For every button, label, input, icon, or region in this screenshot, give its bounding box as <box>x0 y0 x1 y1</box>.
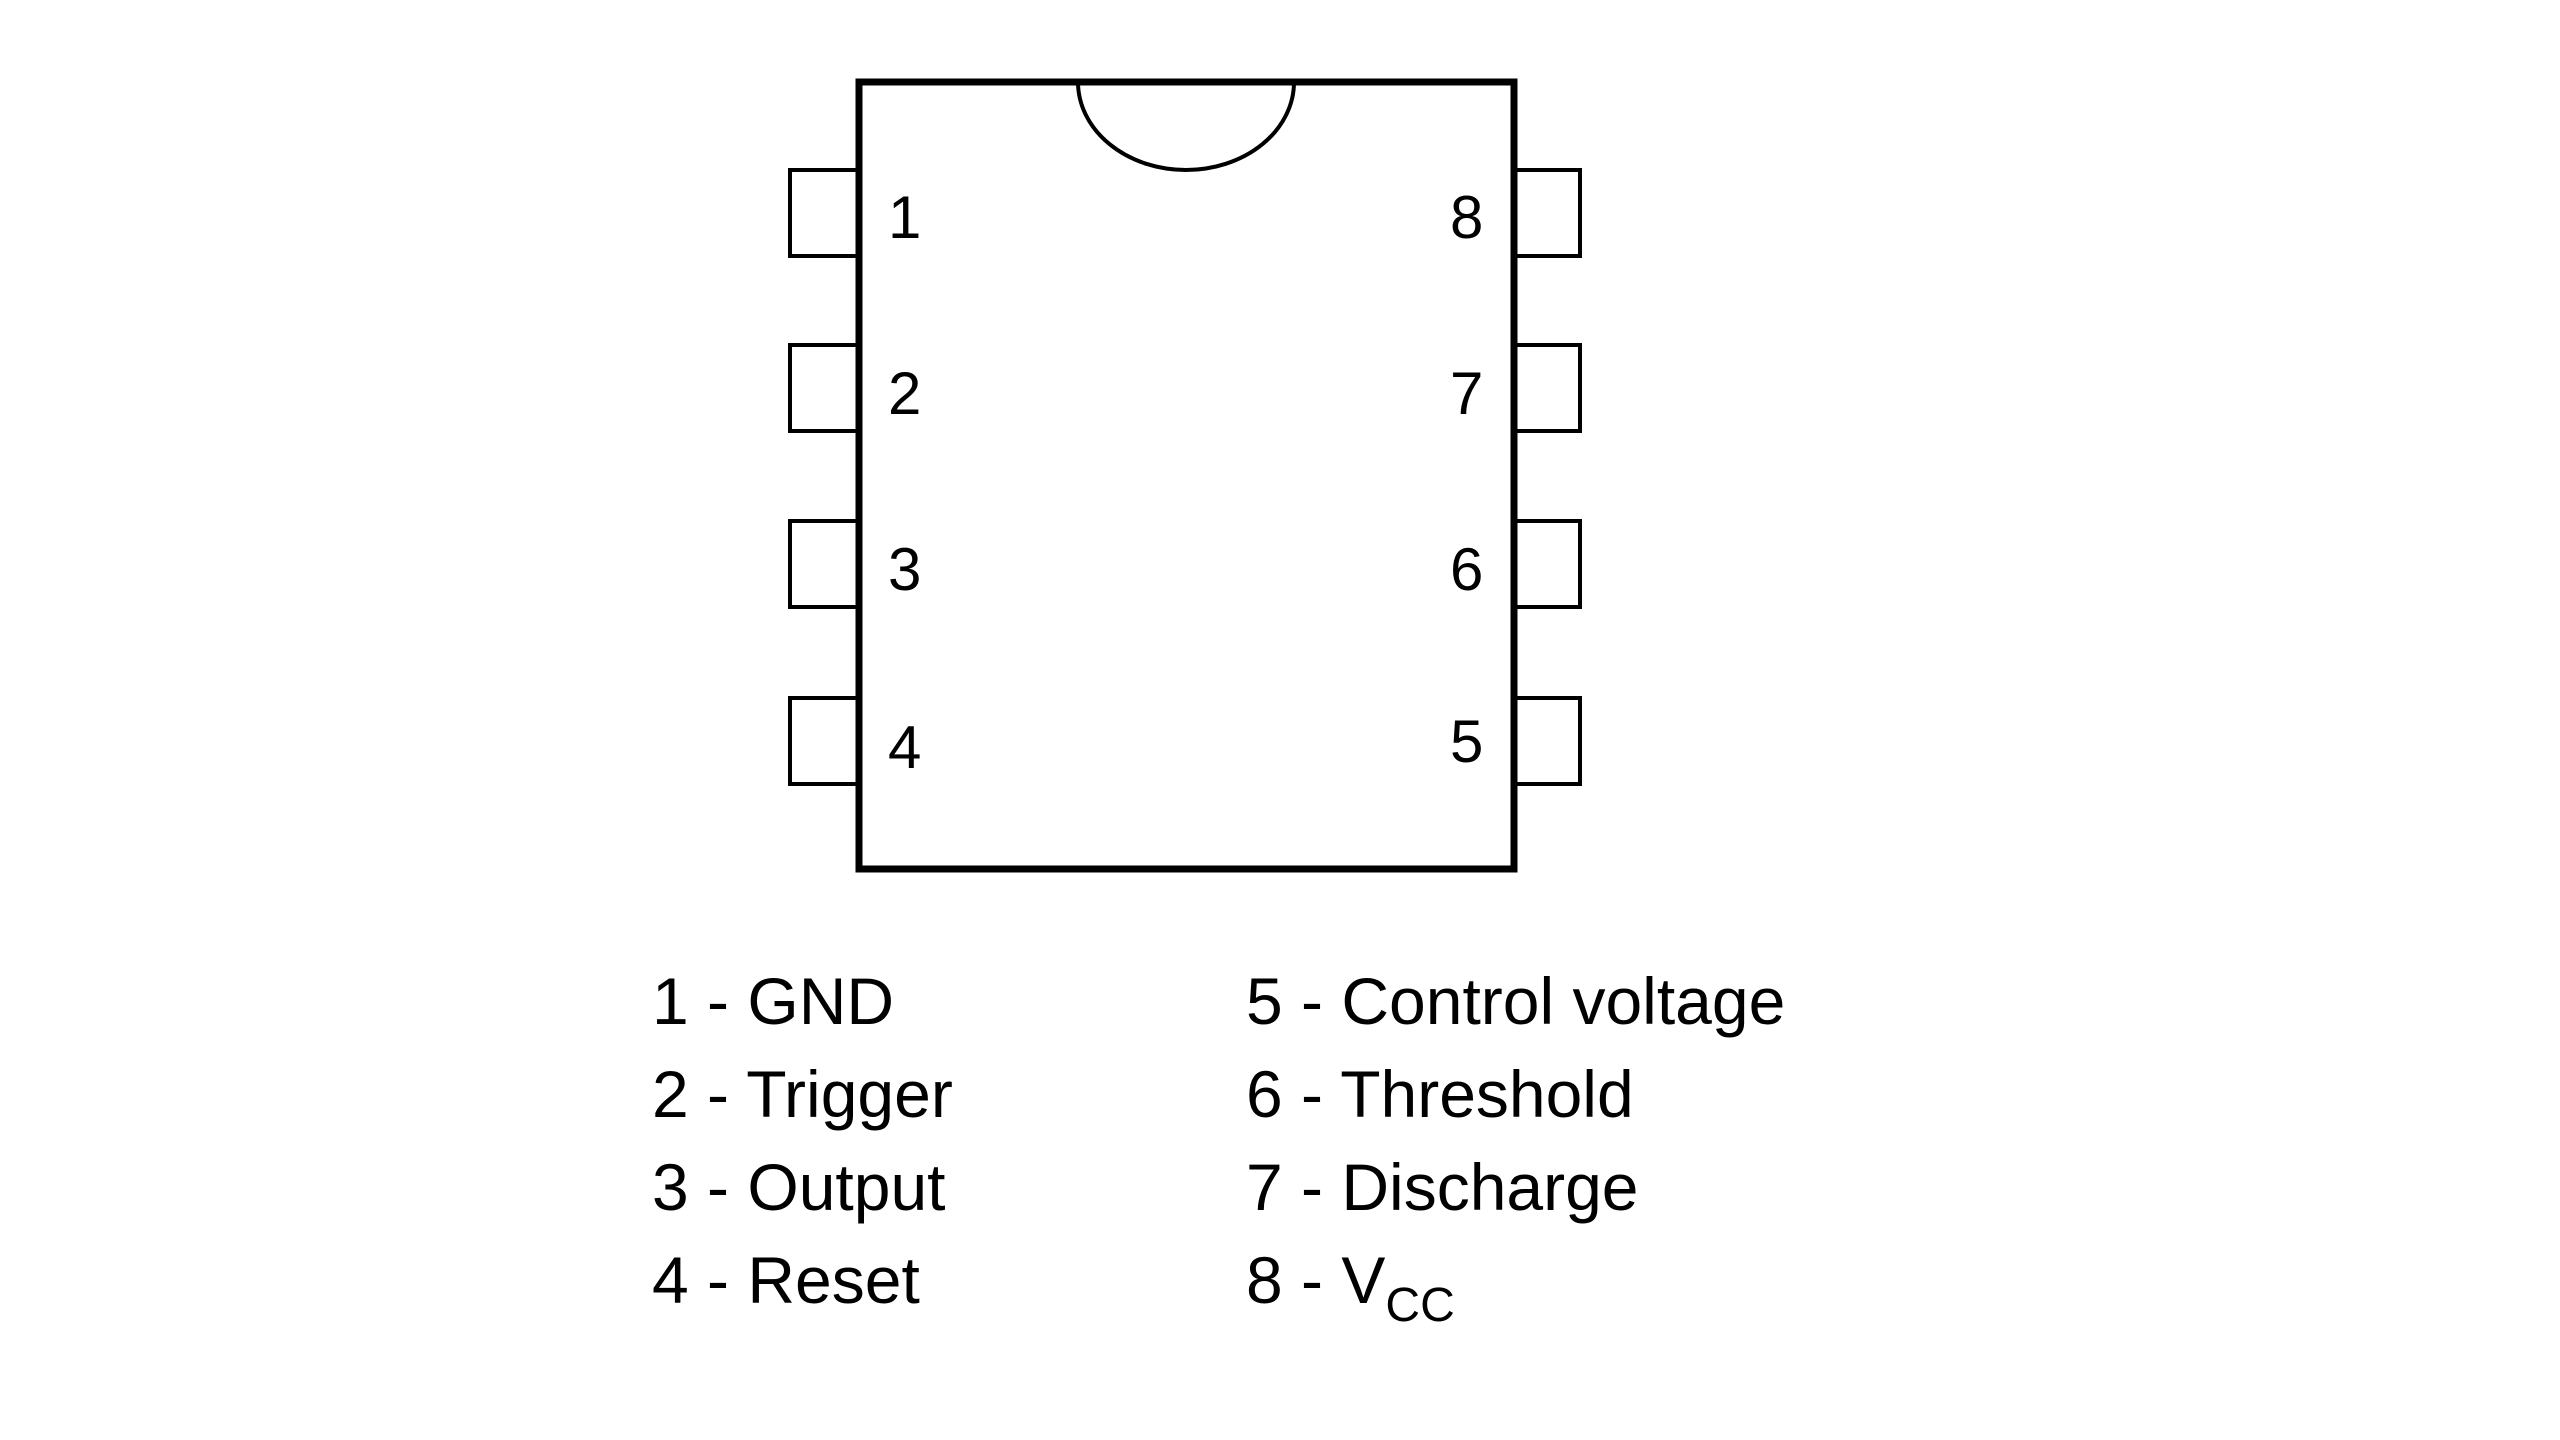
pin-8-lead <box>1512 168 1582 258</box>
legend-pin-number: 4 <box>652 1243 689 1317</box>
legend-pin-name-subscript: CC <box>1385 1279 1455 1332</box>
pin-5-lead <box>1512 696 1582 786</box>
legend-separator: - <box>688 1150 748 1224</box>
legend-separator: - <box>1282 964 1342 1038</box>
chip-body <box>855 78 1518 873</box>
legend-pin-number: 1 <box>652 964 689 1038</box>
pin-7-lead <box>1512 343 1582 433</box>
legend-row-pin-3: 3 - Output <box>652 1141 953 1234</box>
pin-legend-right: 5 - Control voltage 6 - Threshold 7 - Di… <box>1246 955 1785 1352</box>
legend-pin-name: Discharge <box>1341 1150 1639 1224</box>
pin-4-label: 4 <box>888 714 921 781</box>
pin-2-label: 2 <box>888 360 921 427</box>
legend-separator: - <box>1282 1243 1342 1317</box>
pin-3-lead <box>788 519 861 609</box>
pin-legend-left: 1 - GND 2 - Trigger 3 - Output 4 - Reset <box>652 955 953 1327</box>
legend-row-pin-7: 7 - Discharge <box>1246 1141 1785 1234</box>
legend-separator: - <box>688 1057 747 1131</box>
pin-1-lead <box>788 168 861 258</box>
legend-pin-number: 7 <box>1246 1150 1283 1224</box>
legend-row-pin-6: 6 - Threshold <box>1246 1048 1785 1141</box>
pin-8-label: 8 <box>1450 184 1483 251</box>
legend-pin-number: 8 <box>1246 1243 1283 1317</box>
pin-2-lead <box>788 343 861 433</box>
legend-pin-name: Reset <box>747 1243 920 1317</box>
legend-pin-number: 5 <box>1246 964 1283 1038</box>
legend-pin-name: Trigger <box>746 1057 953 1131</box>
legend-pin-name: Output <box>747 1150 946 1224</box>
legend-pin-number: 2 <box>652 1057 689 1131</box>
legend-pin-name: V <box>1341 1243 1386 1317</box>
pin-4-lead <box>788 696 861 786</box>
legend-pin-name: Threshold <box>1340 1057 1634 1131</box>
pin-1-label: 1 <box>888 184 921 251</box>
pin-3-label: 3 <box>888 536 921 603</box>
legend-row-pin-5: 5 - Control voltage <box>1246 955 1785 1048</box>
legend-row-pin-8: 8 - VCC <box>1246 1234 1785 1352</box>
legend-row-pin-1: 1 - GND <box>652 955 953 1048</box>
pin-6-lead <box>1512 519 1582 609</box>
legend-separator: - <box>1282 1150 1342 1224</box>
legend-row-pin-2: 2 - Trigger <box>652 1048 953 1141</box>
legend-separator: - <box>1282 1057 1341 1131</box>
pin-6-label: 6 <box>1450 536 1483 603</box>
legend-pin-name: GND <box>747 964 895 1038</box>
legend-pin-name: Control voltage <box>1341 964 1786 1038</box>
legend-row-pin-4: 4 - Reset <box>652 1234 953 1327</box>
pin-5-label: 5 <box>1450 708 1483 775</box>
legend-separator: - <box>688 964 748 1038</box>
pin-7-label: 7 <box>1450 360 1483 427</box>
legend-pin-number: 6 <box>1246 1057 1283 1131</box>
legend-pin-number: 3 <box>652 1150 689 1224</box>
legend-separator: - <box>688 1243 748 1317</box>
chip-notch <box>1076 81 1296 172</box>
